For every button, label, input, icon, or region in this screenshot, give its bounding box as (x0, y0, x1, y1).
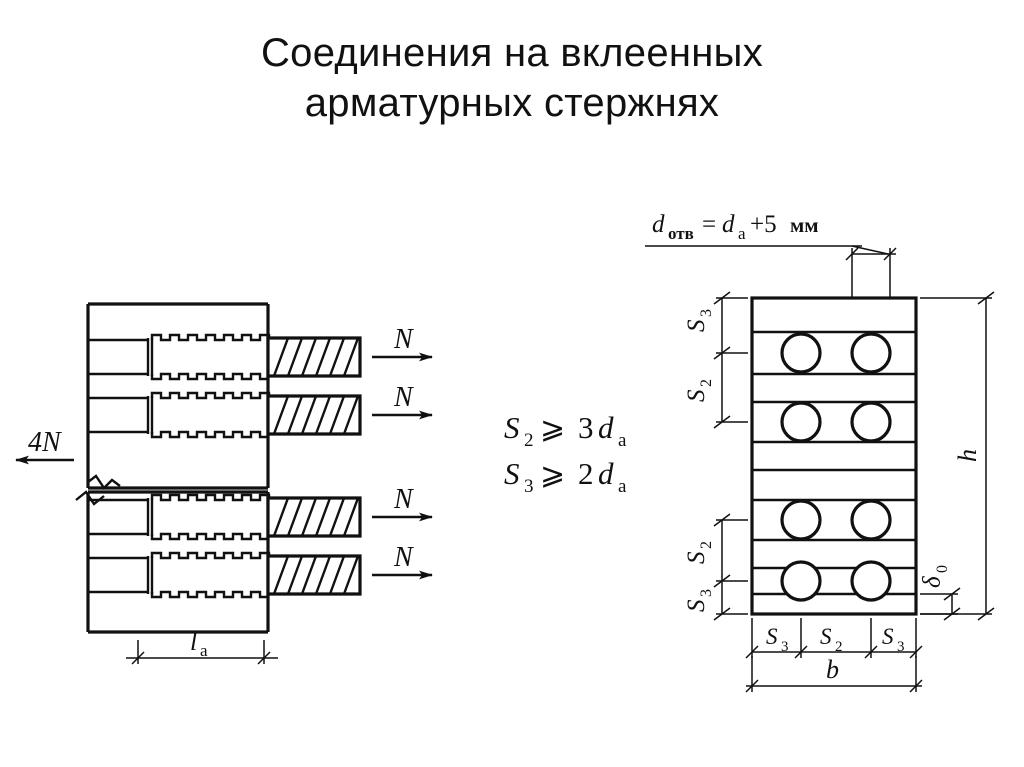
formula1-left-symbol: S (504, 410, 520, 445)
hole-formula-callout: d отв = d a +5 мм (645, 211, 897, 310)
formula1-left-subscript: 2 (524, 430, 534, 451)
vertical-dimension-chain: S 3 S 2 S 2 S 3 (683, 291, 748, 621)
rebar-3 (88, 493, 362, 541)
formula-line-2: S 3 ⩾ 2 d a (504, 456, 627, 497)
hole-formula-rhs-subscript: a (738, 224, 746, 243)
force-label-2: N (393, 382, 414, 413)
formula-line-1: S 2 ⩾ 3 d a (504, 410, 627, 451)
formula2-left-subscript: 3 (524, 476, 534, 497)
vdim-3-subscript: 2 (698, 541, 715, 549)
hole-formula-subscript: отв (668, 224, 694, 243)
formula-block: S 2 ⩾ 3 d a S 3 ⩾ 2 d a (504, 410, 627, 497)
hole-grid (780, 332, 892, 602)
hole-r2c2 (850, 401, 892, 443)
right-figure-group: d отв = d a +5 мм (645, 211, 995, 693)
force-label-1: N (393, 324, 414, 355)
left-figure-group: N N N N 4N l a (15, 302, 433, 665)
page-title: Соединения на вклеенных арматурных стерж… (150, 28, 874, 128)
vdim-1-symbol: S (683, 319, 710, 332)
length-dim-symbol: l (190, 627, 197, 656)
formula2-right-subscript: a (618, 476, 627, 497)
hole-r1c1 (780, 332, 822, 374)
hole-formula-plus: +5 (750, 211, 777, 238)
hole-r2c1 (780, 401, 822, 443)
length-dim-subscript: a (200, 641, 208, 660)
cross-section-block (750, 296, 918, 616)
vdim-1-subscript: 3 (698, 309, 715, 317)
height-dim-symbol: h (953, 449, 982, 462)
technical-drawing: N N N N 4N l a S 2 (0, 170, 1024, 730)
hdim-3-symbol: S (882, 624, 894, 649)
formula2-coefficient: 2 (578, 456, 594, 491)
hole-r3c2 (850, 499, 892, 541)
vdim-4-symbol: S (683, 599, 710, 612)
hdim-2-subscript: 2 (835, 639, 843, 655)
vdim-2-subscript: 2 (698, 379, 715, 387)
hole-formula-symbol: d (652, 211, 665, 238)
formula2-right-symbol: d (598, 456, 614, 491)
formula2-relation: ⩾ (540, 458, 565, 491)
hole-formula-units: мм (790, 213, 819, 237)
width-dim-symbol: b (826, 655, 839, 684)
width-dimension: b (745, 655, 923, 693)
lamina-dim-subscript: 0 (934, 565, 951, 573)
hole-formula-equals: = (702, 211, 716, 238)
hdim-1-symbol: S (766, 624, 778, 649)
vdim-3-symbol: S (683, 551, 710, 564)
formula2-left-symbol: S (504, 456, 520, 491)
reaction-label: 4N (28, 427, 62, 458)
hdim-2-symbol: S (820, 624, 832, 649)
formula1-coefficient: 3 (578, 410, 594, 445)
hole-formula-rhs-symbol: d (722, 211, 735, 238)
formula1-right-symbol: d (598, 410, 614, 445)
length-dimension: l a (126, 627, 278, 665)
lamina-dimension: δ 0 (919, 565, 961, 621)
hole-r4c1 (780, 560, 822, 602)
force-label-4: N (393, 542, 414, 573)
rebar-2 (88, 391, 362, 439)
timber-member-outline (86, 302, 270, 634)
hole-r3c1 (780, 499, 822, 541)
title-line-1: Соединения на вклеенных (260, 31, 764, 75)
hdim-3-subscript: 3 (897, 639, 905, 655)
force-label-3: N (393, 484, 414, 515)
hdim-1-subscript: 3 (781, 639, 789, 655)
horizontal-dimension-chain: S 3 S 2 S 3 (745, 618, 923, 659)
hole-r4c2 (850, 560, 892, 602)
vdim-4-subscript: 3 (698, 589, 715, 597)
lamina-dim-symbol: δ (919, 576, 946, 588)
hole-r1c2 (850, 332, 892, 374)
rebar-4 (88, 551, 362, 599)
title-line-2: арматурных стержнях (304, 81, 720, 125)
rebar-1 (88, 333, 362, 381)
formula1-right-subscript: a (618, 430, 627, 451)
height-dimension: h (920, 291, 995, 621)
vdim-2-symbol: S (683, 389, 710, 402)
formula1-relation: ⩾ (540, 412, 565, 445)
